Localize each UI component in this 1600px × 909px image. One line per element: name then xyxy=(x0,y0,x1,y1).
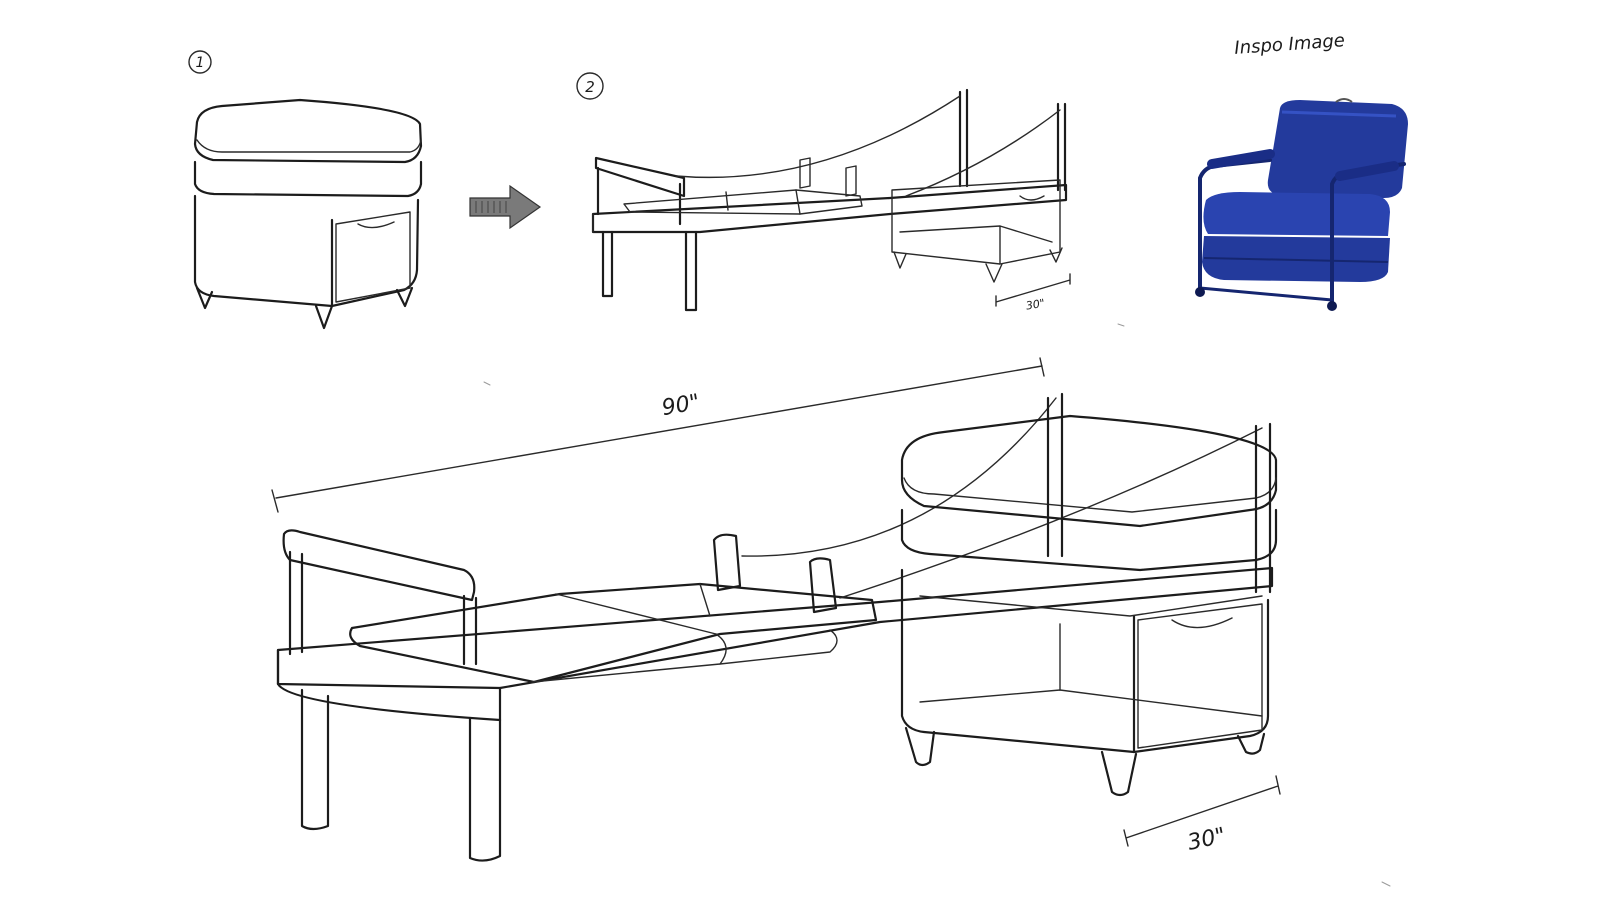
step-two-number: 2 xyxy=(585,78,595,96)
large-bench-sketch xyxy=(271,357,1281,862)
step-one-marker: 1 xyxy=(188,50,212,74)
right-arrow-icon xyxy=(469,184,542,230)
depth-dimension-label: 30" xyxy=(1185,823,1227,855)
stray-marks xyxy=(483,323,1391,887)
step-one-number: 1 xyxy=(196,55,205,71)
length-dimension-label: 90" xyxy=(660,390,702,421)
small-depth-dimension-label: 30" xyxy=(1025,296,1046,312)
ottoman-sketch xyxy=(193,98,423,330)
step-two-marker: 2 xyxy=(576,72,604,100)
armchair-icon xyxy=(1195,98,1408,311)
small-bench-sketch xyxy=(591,88,1071,312)
inspo-title: Inspo Image xyxy=(1234,30,1346,59)
